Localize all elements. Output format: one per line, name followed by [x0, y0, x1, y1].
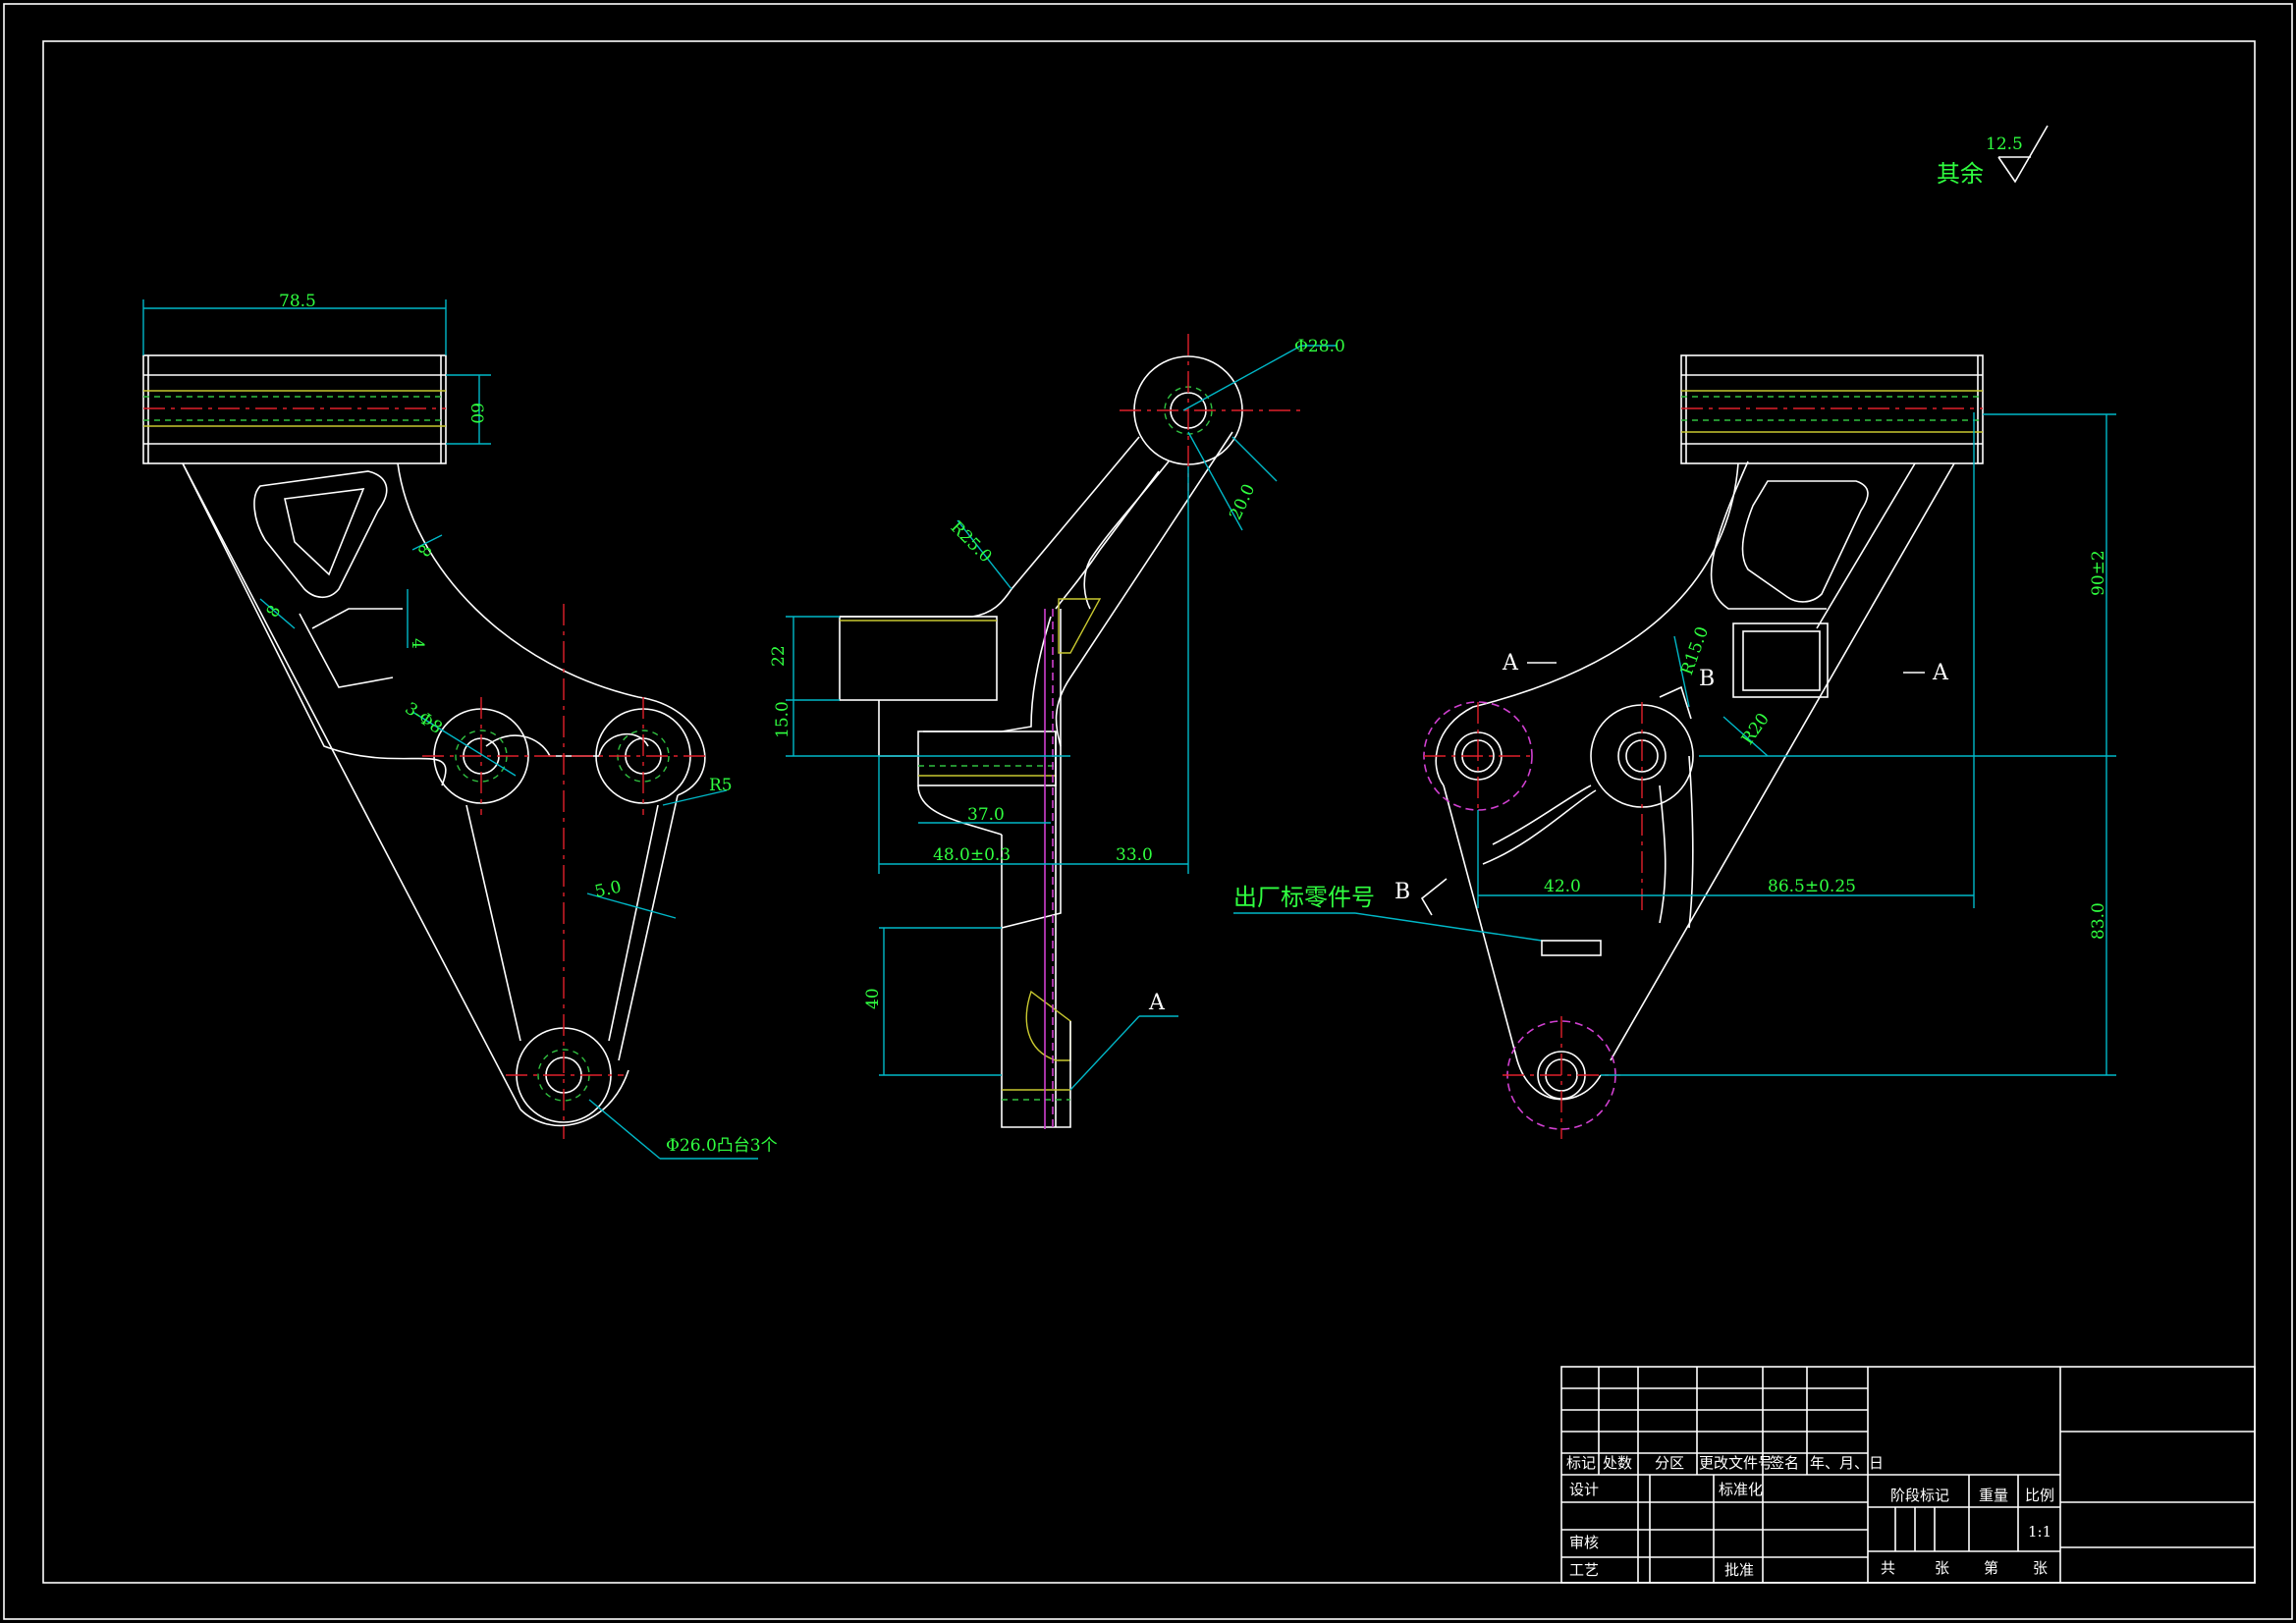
section-hatch-lower: [1025, 990, 1071, 1061]
surface-finish-label: 其余: [1937, 160, 1984, 188]
dim-front-rib: 5.0: [593, 877, 624, 901]
tb-approve: 批准: [1724, 1561, 1754, 1579]
dim-side-22: 22: [769, 645, 789, 667]
dim-side-15: 15.0: [773, 701, 793, 738]
dim-front-radius: R5: [709, 776, 733, 795]
part-number-plate: [1541, 940, 1602, 956]
tb-scale-value: 1:1: [2028, 1523, 2051, 1541]
tb-count: 处数: [1603, 1454, 1632, 1472]
rear-section-a-left: A: [1502, 651, 1519, 676]
tb-weight: 重量: [1979, 1487, 2008, 1504]
part-number-label: 出厂标零件号: [1233, 884, 1375, 911]
tb-stage-mark: 阶段标记: [1890, 1487, 1949, 1504]
section-label-a: A: [1148, 991, 1166, 1015]
rear-view: A A B B R15.0 R20 42.0 86.5±0.25 90±2 83…: [1233, 354, 2116, 1139]
surface-finish-value: 12.5: [1986, 135, 2023, 154]
tb-standard: 标准化: [1719, 1481, 1763, 1498]
dim-front-tube: 60: [466, 403, 486, 424]
tb-design: 设计: [1569, 1481, 1599, 1498]
mounting-tube: [142, 354, 447, 464]
dim-side-radius: R25.0: [947, 517, 996, 567]
dim-front-width: 78.5: [279, 292, 316, 311]
lightening-pocket: [253, 470, 388, 599]
tb-scale-label: 比例: [2025, 1487, 2054, 1504]
tb-zone: 分区: [1655, 1454, 1684, 1472]
tb-sheet: 张: [2033, 1559, 2048, 1577]
dim-side-40: 40: [863, 988, 883, 1009]
dim-rear-90: 90±2: [2089, 550, 2108, 596]
sheet-border: [3, 3, 2293, 1620]
tb-total: 共: [1881, 1559, 1895, 1577]
dim-rear-86: 86.5±0.25: [1768, 877, 1856, 896]
section-hatch-upper: [1058, 598, 1102, 654]
tb-mark: 标记: [1566, 1454, 1596, 1472]
dim-front-small: 4: [408, 638, 427, 649]
surface-finish-note: 其余 12.5: [1937, 125, 2049, 188]
dim-side-37: 37.0: [967, 805, 1005, 825]
rear-view-b-upper: B: [1699, 667, 1715, 691]
rear-tube: [1680, 354, 1984, 464]
dim-rear-r20: R20: [1738, 710, 1774, 749]
tb-no: 第: [1984, 1559, 1998, 1577]
rear-section-a-right: A: [1932, 661, 1949, 685]
drawing-frame: [42, 40, 2256, 1584]
side-tube: [839, 616, 998, 701]
dim-front-boss: Φ26.0凸台3个: [666, 1136, 778, 1156]
tb-review: 审核: [1569, 1534, 1599, 1551]
dim-side-width: 20.0: [1226, 481, 1259, 523]
tb-sign: 签名: [1770, 1454, 1799, 1472]
dim-front-holes: 3-Φ8: [401, 699, 445, 738]
front-view: 78.5 60 8 8 4 3-Φ8 R5 5.0 Φ26.0凸台3个: [142, 292, 778, 1160]
dim-side-diameter: Φ28.0: [1294, 337, 1345, 356]
title-block: 标记 处数 分区 更改文件号 签名 年、月、日 设计 标准化 审核 工艺 批准 …: [1560, 1366, 2256, 1584]
tb-process: 工艺: [1569, 1561, 1599, 1579]
rear-pocket: [1741, 480, 1869, 603]
tb-sheets: 张: [1935, 1559, 1949, 1577]
dim-side-48: 48.0±0.3: [933, 845, 1011, 865]
tb-date: 年、月、日: [1810, 1454, 1884, 1472]
side-view: Φ28.0 R25.0 20.0 22 15.0 37.0 48.0±0.3 3…: [769, 334, 1345, 1129]
dim-rear-83: 83.0: [2089, 902, 2108, 940]
tb-doc: 更改文件号: [1699, 1454, 1773, 1472]
dim-rear-42: 42.0: [1544, 877, 1581, 896]
rear-view-b-lower: B: [1394, 880, 1410, 904]
dim-side-33: 33.0: [1116, 845, 1153, 865]
